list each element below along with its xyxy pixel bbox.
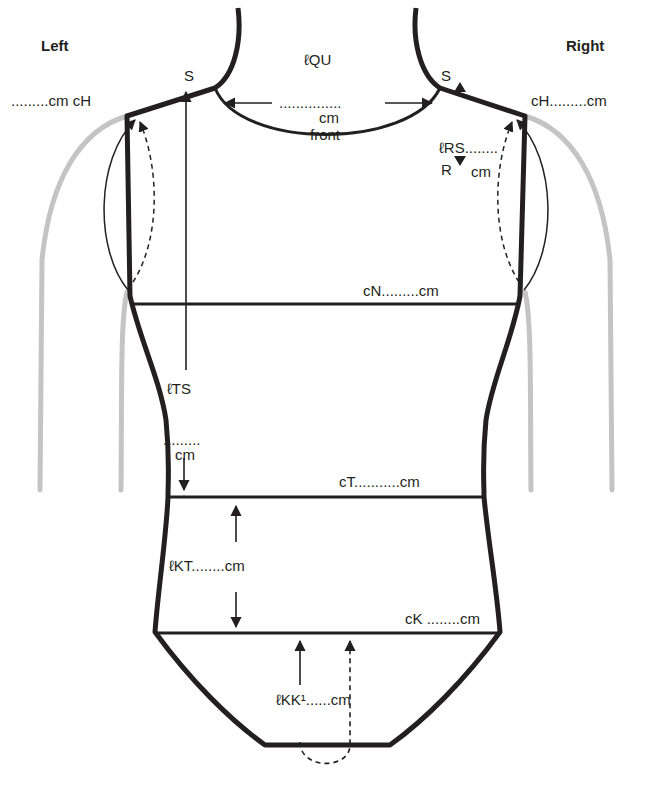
- measurement-label: cm: [318, 110, 340, 125]
- measurement-label: cT...........cm: [338, 474, 421, 489]
- measurement-label: .........cm cH: [10, 93, 92, 108]
- measurement-label: cK ........cm: [404, 611, 481, 626]
- measurement-label: Right: [565, 38, 605, 53]
- measurement-label: ℓQU: [303, 52, 332, 67]
- measurement-label: ...............: [278, 95, 343, 110]
- measurement-label: cN.........cm: [362, 283, 440, 298]
- measurement-label: R: [440, 162, 453, 177]
- measurement-label: Left: [40, 38, 70, 53]
- measurement-label: ℓTS: [166, 381, 192, 396]
- measurement-label: cm: [174, 447, 196, 462]
- measurement-label: front: [309, 127, 341, 142]
- measurement-label: S: [440, 68, 452, 83]
- measurement-label: ℓKT........cm: [168, 558, 246, 573]
- measurement-label: cH.........cm: [530, 93, 608, 108]
- measurement-label: ℓRS........: [438, 140, 499, 155]
- measurement-label: cm: [470, 164, 492, 179]
- measurement-label: ℓKK¹......cm: [275, 692, 352, 707]
- measurement-label: S: [183, 68, 195, 83]
- measurement-label: .........: [162, 432, 202, 447]
